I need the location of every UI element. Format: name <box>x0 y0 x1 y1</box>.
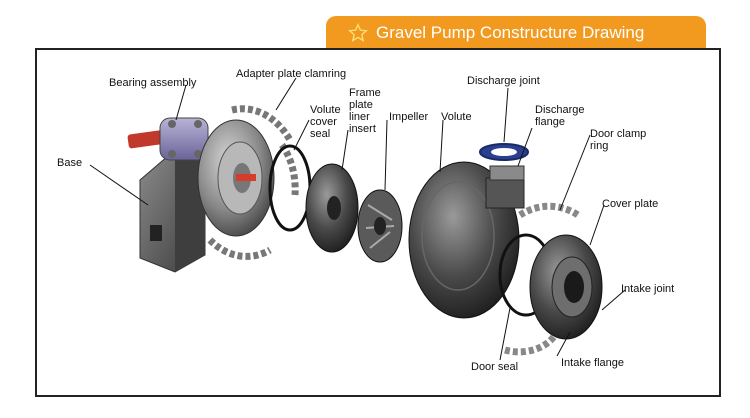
impeller-part <box>357 189 403 263</box>
label-frame-plate-liner-insert: Frame plate liner insert <box>349 87 381 135</box>
door-clamp-ring-part <box>518 202 580 218</box>
label-discharge-joint: Discharge joint <box>467 75 540 87</box>
star-icon <box>348 23 368 43</box>
leader-lines <box>89 77 626 361</box>
liner-insert-part <box>305 163 359 253</box>
label-bearing-assembly: Bearing assembly <box>109 77 197 89</box>
cover-plate-part <box>529 234 603 340</box>
bearing-assembly-part <box>127 117 209 161</box>
title-tab: Gravel Pump Constructure Drawing <box>326 16 706 50</box>
label-door-clamp-ring: Door clamp ring <box>590 128 647 152</box>
frame-plate-part <box>197 119 275 237</box>
diagram-title: Gravel Pump Constructure Drawing <box>376 23 645 42</box>
label-impeller: Impeller <box>389 111 429 123</box>
base-part <box>139 149 206 273</box>
door-clamp-ring-lower <box>504 332 558 356</box>
label-discharge-flange: Discharge flange <box>535 104 585 128</box>
label-cover-plate: Cover plate <box>602 198 659 210</box>
volute-cover-seal-part <box>268 144 312 232</box>
label-adapter-plate-clamring: Adapter plate clamring <box>236 68 347 80</box>
label-intake-flange: Intake flange <box>561 357 624 369</box>
discharge-flange-part <box>489 165 525 181</box>
label-volute: Volute <box>441 111 472 123</box>
volute-part <box>408 161 525 319</box>
label-base: Base <box>57 157 83 169</box>
label-volute-cover-seal: Volute cover seal <box>310 104 341 140</box>
discharge-joint-part <box>479 143 529 181</box>
label-door-seal: Door seal <box>471 361 519 373</box>
label-intake-joint: Intake joint <box>621 283 675 295</box>
